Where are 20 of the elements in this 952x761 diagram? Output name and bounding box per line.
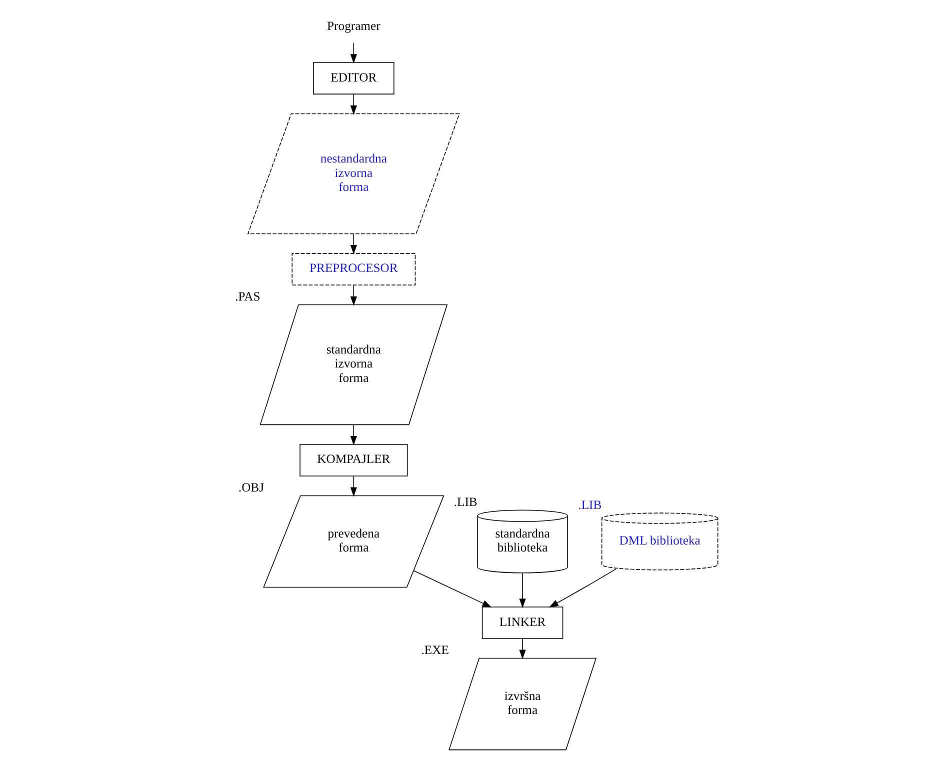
arrow — [350, 233, 356, 254]
node-label: .PAS — [234, 290, 260, 304]
node-label: .LIB — [578, 498, 602, 512]
arrow — [350, 476, 356, 497]
arrow — [350, 424, 356, 446]
arrow — [350, 42, 356, 64]
arrow — [518, 638, 526, 660]
arrow — [350, 94, 356, 115]
node-box: KOMPAJLER — [299, 444, 408, 476]
node-text: Programer — [326, 18, 380, 33]
arrow — [518, 572, 526, 608]
arrow — [412, 570, 492, 608]
node-label: .EXE — [420, 643, 448, 658]
node-box: PREPROCESOR — [291, 253, 416, 286]
node-label: .OBJ — [238, 480, 264, 495]
node-box: LINKER — [481, 606, 563, 639]
arrow — [350, 284, 356, 306]
arrow — [548, 568, 616, 608]
node-label: .LIB — [453, 494, 477, 509]
node-box: EDITOR — [312, 62, 394, 94]
